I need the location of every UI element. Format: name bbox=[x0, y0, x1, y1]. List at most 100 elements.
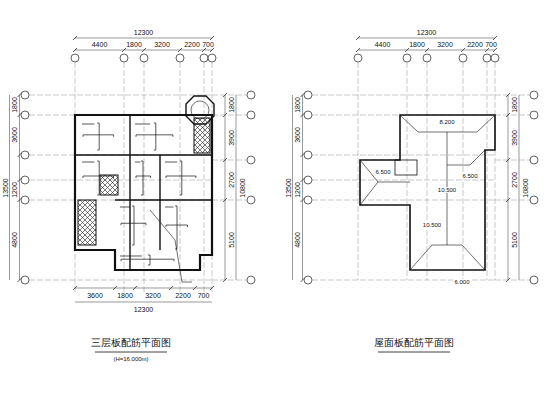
rebar-mark bbox=[175, 206, 177, 249]
dimension-text: 12300 bbox=[134, 29, 153, 36]
dimension-line bbox=[508, 95, 509, 280]
rebar-mark bbox=[83, 176, 114, 178]
dimension-line bbox=[358, 62, 359, 280]
grid-bubble bbox=[530, 196, 538, 204]
elevation-text: 6.000 bbox=[453, 279, 470, 285]
dimension-text: 1200 bbox=[11, 182, 18, 198]
dimension-text: 4800 bbox=[294, 232, 301, 248]
elevation-text: 6.500 bbox=[461, 173, 478, 179]
dimension-line bbox=[495, 280, 530, 281]
grid-bubble bbox=[120, 54, 128, 62]
dimension-text: 3200 bbox=[437, 41, 453, 48]
dimension-line bbox=[124, 62, 125, 292]
dimension-text: 2700 bbox=[510, 172, 517, 188]
dimension-text: 2200 bbox=[184, 41, 200, 48]
dimension-text: 3600 bbox=[294, 127, 301, 143]
roof-plan bbox=[360, 115, 495, 270]
dimension-line bbox=[312, 95, 495, 96]
dimension-line bbox=[9, 95, 10, 280]
elevation-text: 10.500 bbox=[422, 222, 442, 228]
dimension-text: 1800 bbox=[294, 97, 301, 113]
grid-bubble bbox=[403, 54, 411, 62]
dimension-line bbox=[495, 115, 530, 116]
elevation-text: 10.500 bbox=[437, 187, 457, 193]
dimension-text: 1800 bbox=[409, 41, 425, 48]
dimension-text: 4400 bbox=[92, 41, 108, 48]
dimension-text: 13500 bbox=[285, 178, 292, 197]
dimension-text: 3900 bbox=[510, 130, 517, 146]
dimension-line bbox=[493, 36, 497, 40]
grid-bubble bbox=[304, 91, 312, 99]
rebar-mark bbox=[120, 256, 142, 257]
dimension-text: 2200 bbox=[175, 292, 191, 299]
dimension-line bbox=[358, 38, 495, 39]
grid-bubble bbox=[354, 54, 362, 62]
grid-bubble bbox=[247, 111, 255, 119]
dimension-line bbox=[495, 200, 530, 201]
dimension-text: 700 bbox=[485, 41, 497, 48]
rebar-mark bbox=[135, 124, 150, 125]
grid-bubble bbox=[21, 196, 29, 204]
dimension-line bbox=[29, 180, 212, 181]
dimension-line bbox=[212, 115, 247, 116]
grid-bubble bbox=[483, 54, 491, 62]
grid-bubble bbox=[21, 111, 29, 119]
dimension-line bbox=[463, 62, 464, 280]
grid-bubble bbox=[247, 156, 255, 164]
dimension-line bbox=[210, 36, 214, 40]
dimension-text: 3200 bbox=[145, 292, 161, 299]
dimension-line bbox=[519, 95, 520, 280]
dimension-line bbox=[75, 302, 212, 303]
grid-bubble bbox=[71, 54, 79, 62]
dimension-line bbox=[487, 62, 488, 280]
dimension-text: 12300 bbox=[417, 29, 436, 36]
grid-bubble bbox=[21, 91, 29, 99]
dimension-text: 5100 bbox=[227, 232, 234, 248]
dimension-line bbox=[75, 50, 212, 51]
grid-bubble bbox=[208, 54, 216, 62]
third-floor-plan bbox=[75, 96, 214, 282]
dimension-text: 4800 bbox=[11, 232, 18, 248]
dimension-line bbox=[144, 62, 145, 292]
rebar-mark bbox=[97, 161, 99, 195]
grid-bubble bbox=[530, 91, 538, 99]
grid-bubble bbox=[491, 54, 499, 62]
dimension-line bbox=[312, 155, 495, 156]
dimension-line bbox=[236, 95, 237, 280]
dimension-text: 10800 bbox=[521, 178, 528, 197]
rebar-mark bbox=[83, 135, 114, 137]
dimension-line bbox=[29, 155, 212, 156]
dimension-line bbox=[212, 280, 247, 281]
dimension-line bbox=[212, 95, 247, 96]
drawing-title: 屋面板配筋平面图 bbox=[374, 338, 454, 348]
elevation-text: 6.500 bbox=[374, 169, 391, 175]
dimension-line bbox=[356, 36, 360, 40]
rebar-mark bbox=[121, 223, 146, 225]
grid-bubble bbox=[304, 111, 312, 119]
dimension-line bbox=[29, 200, 212, 201]
rebar-mark bbox=[82, 162, 94, 163]
elevation-text: 8.200 bbox=[438, 119, 455, 125]
dimension-line bbox=[495, 160, 530, 161]
drawing-title: 三层板配筋平面图 bbox=[91, 338, 171, 348]
title-underline bbox=[378, 352, 450, 353]
rebar-mark bbox=[136, 135, 173, 137]
rebar-mark bbox=[165, 162, 177, 163]
rebar-mark bbox=[165, 207, 174, 208]
dimension-line bbox=[29, 95, 212, 96]
dimension-text: 12300 bbox=[134, 306, 153, 313]
grid-bubble bbox=[530, 276, 538, 284]
dimension-text: 700 bbox=[202, 41, 214, 48]
dimension-text: 1200 bbox=[294, 182, 301, 198]
dimension-text: 5100 bbox=[510, 232, 517, 248]
grid-bubble bbox=[200, 54, 208, 62]
dimension-line bbox=[407, 62, 408, 280]
dimension-text: 1800 bbox=[227, 97, 234, 113]
grid-bubble bbox=[140, 54, 148, 62]
dimension-text: (H=16.000m) bbox=[113, 356, 148, 362]
dimension-line bbox=[495, 95, 530, 96]
dimension-line bbox=[212, 200, 247, 201]
dimension-text: 4400 bbox=[375, 41, 391, 48]
dimension-text: 1800 bbox=[11, 97, 18, 113]
